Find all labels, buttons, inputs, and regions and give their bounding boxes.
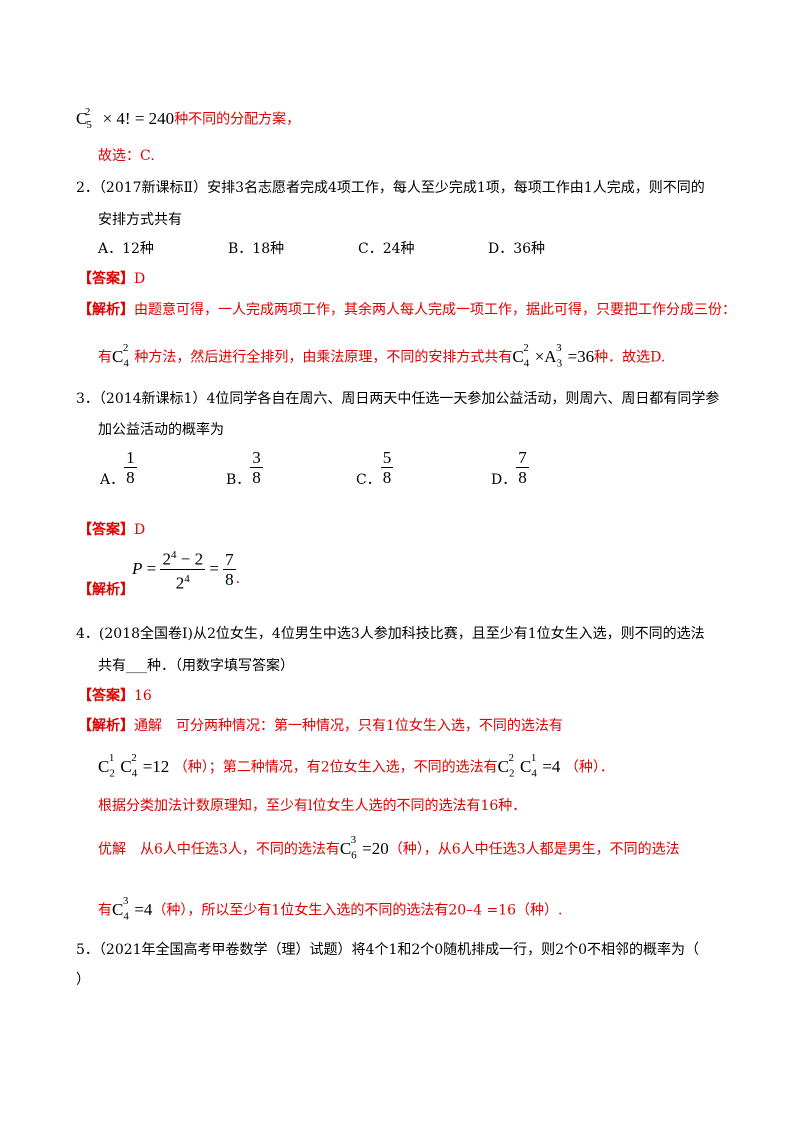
question-number: 4． [76,626,99,642]
analysis-text: 由题意可得，一人完成两项工作，其余两人每人完成一项工作，据此可得，只要把工作分成… [134,302,736,318]
analysis-tag: 【解析】 [78,302,134,318]
analysis-tag: 【解析】 [78,582,134,598]
question-number: 3． [76,391,99,407]
question-2-analysis-2: 有C42 种方法，然后进行全排列，由乘法原理，不同的安排方式共有C42×A33=3… [98,342,665,373]
question-5-line2: ） [76,972,90,988]
analysis-text: 通解 可分两种情况：第一种情况，只有1位女生入选，不同的选法有 [134,718,563,734]
question-4-analysis-3: 根据分类加法计数原理知，至少有l位女生人选的不同的选法有16种． [98,798,527,814]
question-text: （2017新课标Ⅱ）安排3名志愿者完成4项工作，每人至少完成1项，每项工作由1人… [98,180,705,196]
formula-product: C42×A33=36 [512,342,595,370]
analysis-text: （种）；第二种情况，有2位女生入选，不同的选法有 [173,759,498,776]
prev-tail-text: 种不同的分配方案， [174,111,301,128]
question-number: 5． [76,942,99,958]
formula-combination: C52 × 4! = 240 [76,106,175,132]
question-2-option-c: C．24种 [358,241,415,257]
question-5-line1: 5．（2021年全国高考甲卷数学（理）试题）将4个1和2个0随机排成一行，则2个… [76,940,699,960]
formula-c43: C43=4 [112,895,153,923]
question-3-line1: 3．（2014新课标1）4位同学各自在周六、周日两天中任选一天参加公益活动，则周… [76,389,719,409]
prev-choice: 故选：C. [98,148,155,164]
question-text: （2014新课标1）4位同学各自在周六、周日两天中任选一天参加公益活动，则周六、… [98,391,720,407]
analysis-text: 种方法，然后进行全排列，由乘法原理，不同的安排方式共有 [134,349,513,366]
question-4-analysis-1: 【解析】通解 可分两种情况：第一种情况，只有1位女生入选，不同的选法有 [78,716,563,736]
question-2-line1: 2．（2017新课标Ⅱ）安排3名志愿者完成4项工作，每人至少完成1项，每项工作由… [76,178,705,198]
question-2-option-d: D．36种 [488,241,546,257]
answer-tag: 【答案】 [78,271,134,287]
question-2-analysis-1: 【解析】由题意可得，一人完成两项工作，其余两人每人完成一项工作，据此可得，只要把… [78,300,736,320]
analysis-text: 优解 从6人中任选3人，不同的选法有 [98,841,340,858]
analysis-text: 有 [98,902,112,919]
question-4-answer: 【答案】16 [78,686,152,706]
formula-c63: C63=20 [339,834,389,862]
formula-c42: C42 [112,342,129,370]
question-4-line2: 共有___种．（用数字填写答案） [98,658,294,674]
analysis-text: 有 [98,349,112,366]
answer-tag: 【答案】 [78,522,134,538]
prev-solution-line: C52 × 4! = 240种不同的分配方案， [76,104,300,135]
analysis-text: （种），从6人中任选3人都是男生，不同的选法 [388,841,680,858]
answer-tag: 【答案】 [78,688,134,704]
question-4-line1: 4．(2018全国卷Ⅰ)从2位女生，4位男生中选3人参加科技比赛，且至少有1位女… [76,624,705,644]
analysis-tag: 【解析】 [78,718,134,734]
question-4-analysis-5: 有C43=4（种），所以至少有1位女生入选的不同的选法有20–4 =16（种）. [98,895,563,926]
question-text: （2021年全国高考甲卷数学（理）试题）将4个1和2个0随机排成一行，则2个0不… [98,942,699,958]
answer-value: 16 [134,688,152,704]
analysis-text: （种）． [564,759,614,776]
question-2-answer: 【答案】D [78,269,145,289]
question-2-line2: 安排方式共有 [98,212,182,228]
question-3-answer: 【答案】D [78,520,145,540]
question-number: 2． [76,180,99,196]
question-text: (2018全国卷Ⅰ)从2位女生，4位男生中选3人参加科技比赛，且至少有1位女生入… [98,626,705,642]
answer-value: D [134,522,146,538]
answer-value: D [134,271,146,287]
analysis-text: （种），所以至少有1位女生入选的不同的选法有20–4 =16（种）. [152,902,563,919]
question-4-analysis-4: 优解 从6人中任选3人，不同的选法有C63=20（种），从6人中任选3人都是男生… [98,834,680,865]
question-2-option-a: A．12种 [98,241,154,257]
question-3-line2: 加公益活动的概率为 [98,422,224,438]
question-2-option-b: B．18种 [228,241,285,257]
analysis-text: 种．故选D. [594,349,666,366]
